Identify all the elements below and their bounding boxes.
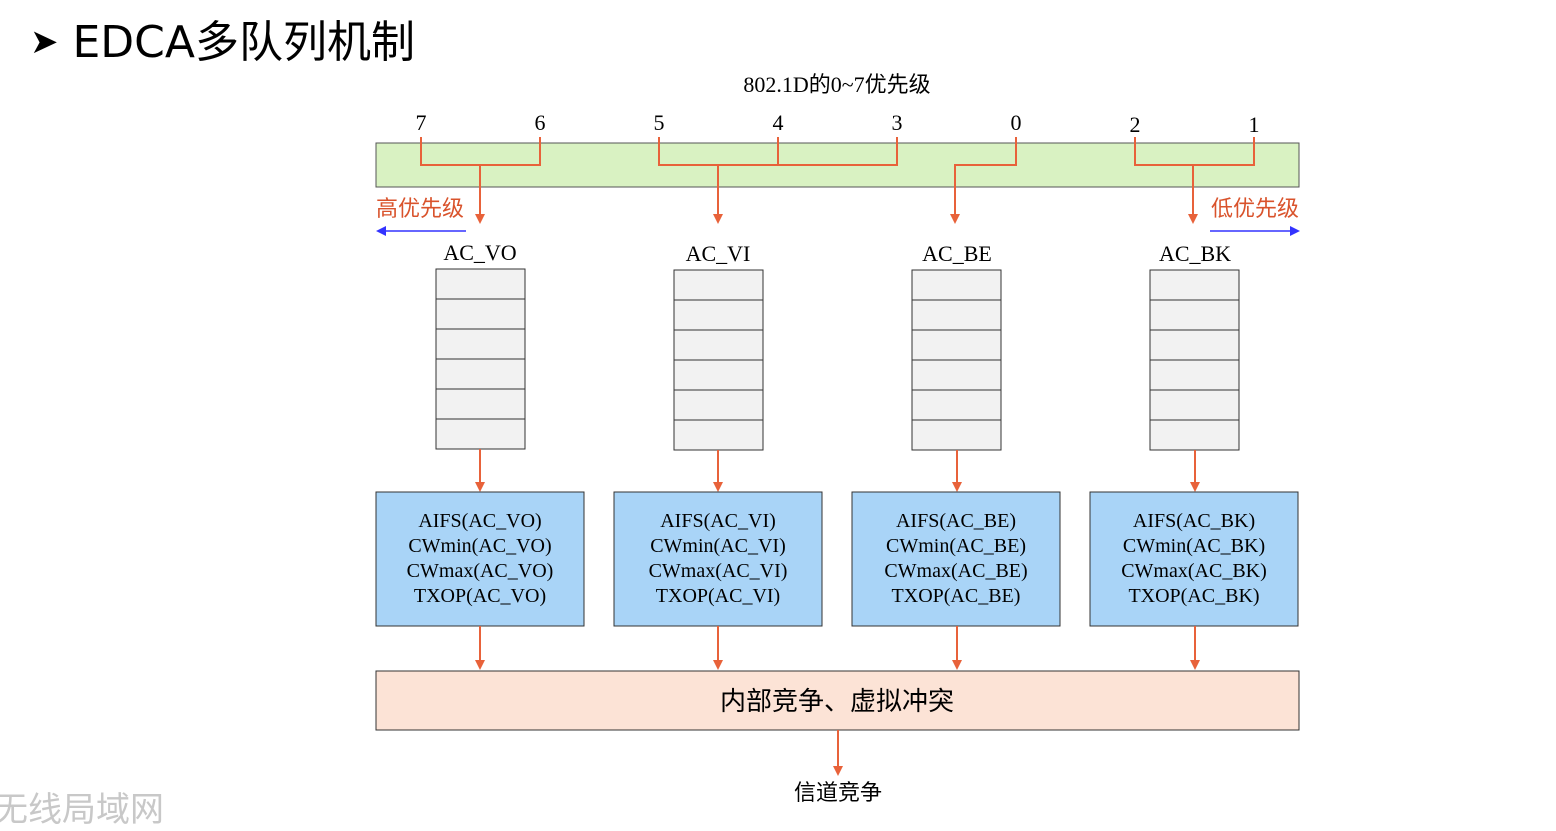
- queue-stack-vi: [673, 269, 764, 451]
- internal-contention-label: 内部竞争、虚拟冲突: [720, 687, 954, 717]
- page-title: ➤ EDCA多队列机制: [30, 6, 415, 70]
- param-line: TXOP(AC_VO): [414, 585, 546, 607]
- param-box-vi: [613, 491, 823, 627]
- queue-name: AC_VI: [686, 241, 751, 266]
- priority-heading: 802.1D的0~7优先级: [743, 72, 930, 97]
- param-line: CWmin(AC_BK): [1123, 535, 1265, 557]
- queue-stack-vo: [435, 268, 526, 450]
- param-texts: AIFS(AC_VO) CWmin(AC_VO) CWmax(AC_VO) TX…: [407, 510, 1267, 607]
- param-line: CWmin(AC_BE): [886, 535, 1026, 557]
- priority-number: 3: [892, 110, 903, 135]
- queue-name: AC_BK: [1159, 241, 1231, 266]
- queue-names: AC_VO AC_VI AC_BE AC_BK: [443, 240, 1231, 266]
- param-line: AIFS(AC_VO): [418, 510, 541, 532]
- high-priority-label: 高优先级: [376, 197, 464, 222]
- priority-number: 6: [535, 110, 546, 135]
- param-line: TXOP(AC_BK): [1128, 585, 1259, 607]
- priority-mapping-lines: [420, 137, 1255, 224]
- param-line: CWmax(AC_BK): [1121, 560, 1267, 582]
- priority-number: 0: [1011, 110, 1022, 135]
- param-box-vo: [375, 491, 585, 627]
- queue-stack-bk: [1149, 269, 1240, 451]
- queue-stack-be: [911, 269, 1002, 451]
- page-title-text: EDCA多队列机制: [72, 17, 416, 68]
- queue-name: AC_BE: [922, 241, 992, 266]
- arrow-bullet-icon: ➤: [30, 22, 59, 62]
- queue-to-param-arrows: [475, 449, 1200, 492]
- priority-number: 5: [654, 110, 665, 135]
- priority-numbers: 7 6 5 4 3 0 2 1: [416, 110, 1260, 137]
- param-to-contention-arrows: [475, 626, 1200, 670]
- priority-number: 2: [1130, 112, 1141, 137]
- priority-number: 1: [1249, 112, 1260, 137]
- internal-contention-box: [375, 670, 1300, 731]
- param-line: CWmin(AC_VO): [408, 535, 551, 557]
- param-line: AIFS(AC_VI): [660, 510, 776, 532]
- queue-name: AC_VO: [443, 240, 516, 265]
- param-box-bk: [1089, 491, 1299, 627]
- priority-number: 7: [416, 110, 427, 135]
- param-line: CWmax(AC_VI): [649, 560, 788, 582]
- channel-contention-label: 信道竞争: [794, 781, 882, 804]
- watermark: 无线局域网: [0, 790, 164, 830]
- param-line: CWmax(AC_VO): [407, 560, 554, 582]
- param-line: CWmin(AC_VI): [650, 535, 786, 557]
- priority-number: 4: [773, 110, 784, 135]
- param-line: CWmax(AC_BE): [884, 560, 1027, 582]
- edca-diagram: 802.1D的0~7优先级 7 6 5 4 3 0 2 1 高优先级 低优先级 …: [375, 72, 1300, 804]
- param-box-be: [851, 491, 1061, 627]
- low-priority-label: 低优先级: [1211, 197, 1299, 222]
- param-line: TXOP(AC_VI): [656, 585, 780, 607]
- param-line: TXOP(AC_BE): [892, 585, 1021, 607]
- param-line: AIFS(AC_BE): [896, 510, 1016, 532]
- param-line: AIFS(AC_BK): [1133, 510, 1255, 532]
